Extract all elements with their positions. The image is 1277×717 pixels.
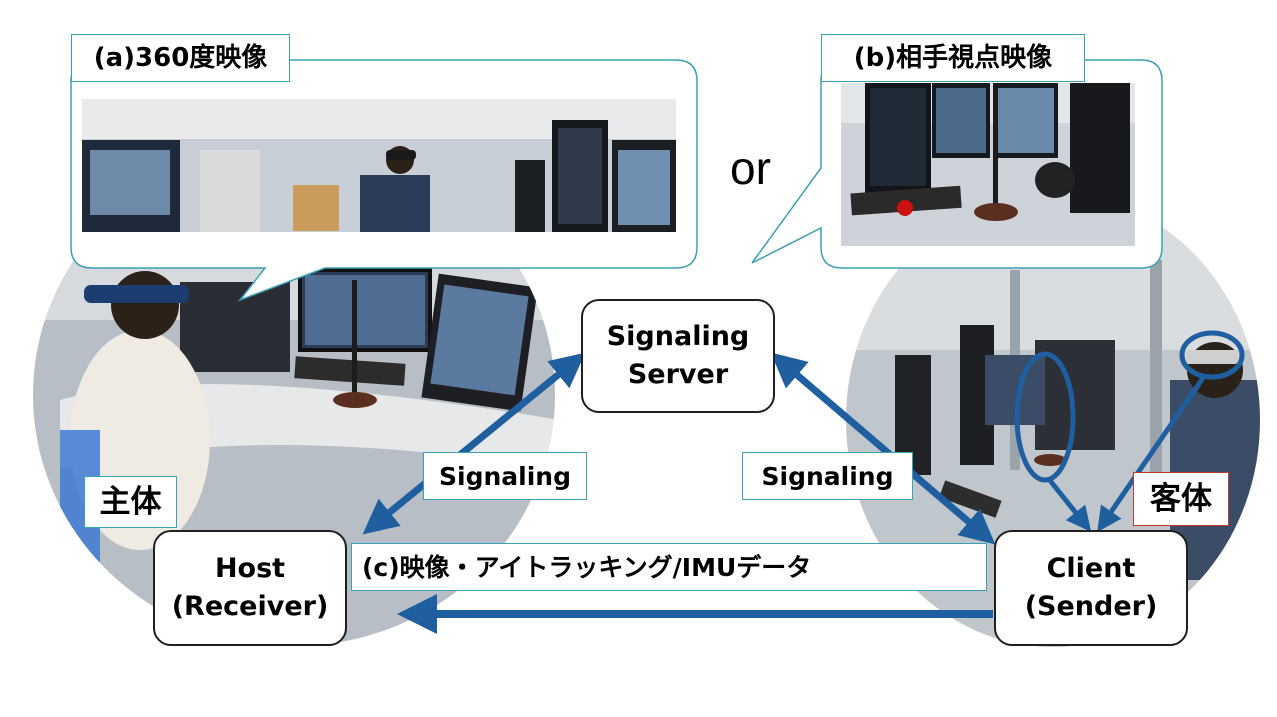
client-server-arrow bbox=[770, 352, 996, 545]
panel-a-title: (a)360度映像 bbox=[71, 34, 290, 82]
signaling-server-line2: Server bbox=[627, 359, 729, 390]
signaling-label-left: Signaling bbox=[423, 452, 587, 500]
object-pointer-arrow bbox=[1046, 476, 1092, 532]
panel-b-title: (b)相手視点映像 bbox=[821, 34, 1085, 82]
signaling-server-node: Signaling Server bbox=[581, 299, 775, 413]
hmd-highlight-ellipse bbox=[1179, 330, 1245, 380]
host-server-arrow bbox=[362, 352, 586, 535]
object-highlight-ellipse bbox=[1014, 351, 1076, 483]
client-line1: Client bbox=[1046, 553, 1136, 585]
client-line2: (Sender) bbox=[1024, 591, 1158, 622]
client-node: Client (Sender) bbox=[994, 530, 1188, 646]
host-node: Host (Receiver) bbox=[153, 530, 347, 646]
host-line1: Host bbox=[214, 553, 286, 585]
data-stream-label: (c)映像・アイトラッキング/IMUデータ bbox=[351, 543, 987, 591]
panorama-image bbox=[82, 99, 676, 232]
hmd-pointer-arrow bbox=[1097, 376, 1206, 533]
signaling-label-right: Signaling bbox=[742, 452, 913, 500]
or-text: or bbox=[730, 142, 771, 194]
object-label: 客体 bbox=[1133, 472, 1229, 526]
partner-view-image bbox=[841, 83, 1135, 246]
subject-label: 主体 bbox=[84, 476, 177, 528]
host-line2: (Receiver) bbox=[171, 591, 329, 622]
signaling-server-line1: Signaling bbox=[606, 321, 750, 353]
